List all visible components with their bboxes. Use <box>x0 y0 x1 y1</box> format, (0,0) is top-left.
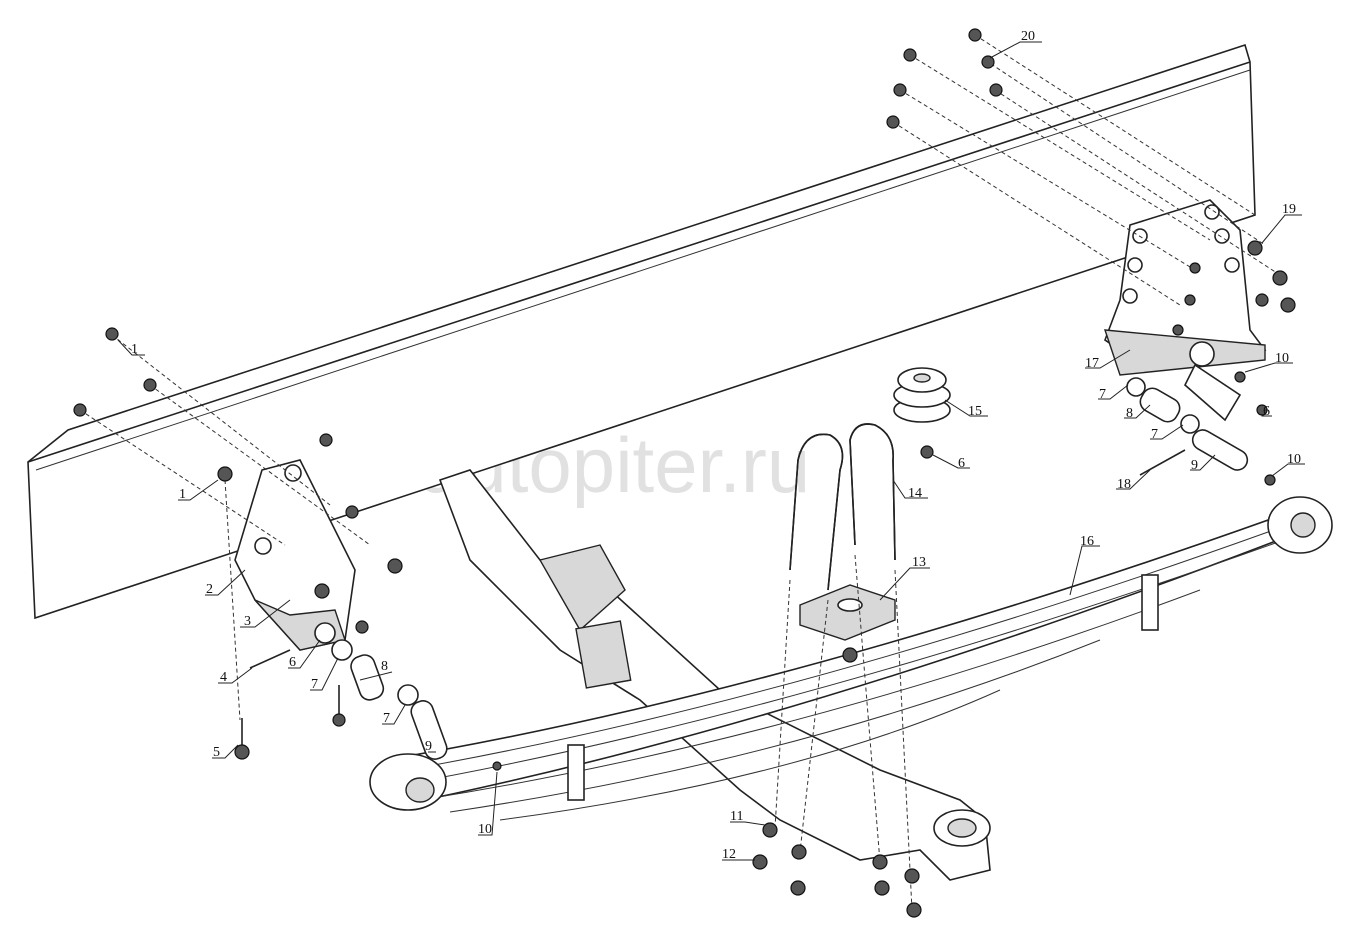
front-spring-bracket <box>234 459 356 651</box>
callout-13: 13 <box>912 555 926 570</box>
callout-7: 7 <box>1099 387 1106 402</box>
callout-10: 10 <box>478 822 492 837</box>
callout-12: 12 <box>722 847 736 862</box>
callout-17: 17 <box>1085 356 1099 371</box>
callout-9: 9 <box>425 739 432 754</box>
frame-rail <box>27 43 1256 620</box>
callout-10: 10 <box>1275 351 1289 366</box>
callout-8: 8 <box>1126 406 1133 421</box>
callout-6: 6 <box>958 456 965 471</box>
callout-7: 7 <box>311 677 318 692</box>
callout-10: 10 <box>1287 452 1301 467</box>
front-axle-beam <box>438 469 991 881</box>
callout-14: 14 <box>908 486 922 501</box>
callout-5: 5 <box>213 745 220 760</box>
callout-8: 8 <box>381 659 388 674</box>
callout-4: 4 <box>220 670 227 685</box>
rear-spring-bracket <box>1103 199 1267 422</box>
callout-7: 7 <box>383 711 390 726</box>
nuts <box>73 28 1296 918</box>
bump-stop <box>893 367 951 423</box>
callout-16: 16 <box>1080 534 1094 549</box>
pins-bushings <box>241 377 1249 760</box>
callout-3: 3 <box>244 614 251 629</box>
callout-19: 19 <box>1282 202 1296 217</box>
callout-20: 20 <box>1021 29 1035 44</box>
callout-6: 6 <box>1263 404 1270 419</box>
callout-15: 15 <box>968 404 982 419</box>
callout-9: 9 <box>1191 458 1198 473</box>
u-bolts <box>789 423 896 591</box>
callout-2: 2 <box>206 582 213 597</box>
callout-11: 11 <box>730 809 743 824</box>
callout-1: 1 <box>131 342 138 357</box>
callout-18: 18 <box>1117 477 1131 492</box>
callout-6: 6 <box>289 655 296 670</box>
callout-labels: 1 1 2 3 4 5 6 7 8 7 9 10 11 12 13 14 15 … <box>117 29 1305 862</box>
spring-pad <box>799 584 896 641</box>
callout-7: 7 <box>1151 427 1158 442</box>
callout-1: 1 <box>179 487 186 502</box>
assembly-lines <box>79 34 1281 911</box>
